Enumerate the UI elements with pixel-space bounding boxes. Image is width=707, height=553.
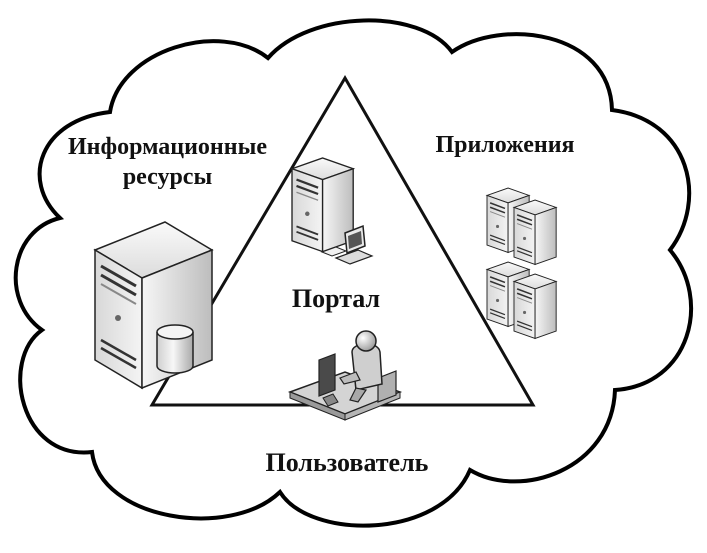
label-information-resources-line1: Информационные [68,134,267,160]
server-with-database-icon [93,221,214,390]
label-applications: Приложения [435,132,575,158]
cloud-outline [13,18,693,528]
label-information-resources-line2: ресурсы [122,164,213,190]
server-with-workstation-icon [290,156,374,265]
label-information-resources: Информационные ресурсы [40,132,295,192]
label-portal: Портал [291,284,381,313]
label-user: Пользователь [265,448,429,477]
user-at-computer-icon [287,330,403,421]
